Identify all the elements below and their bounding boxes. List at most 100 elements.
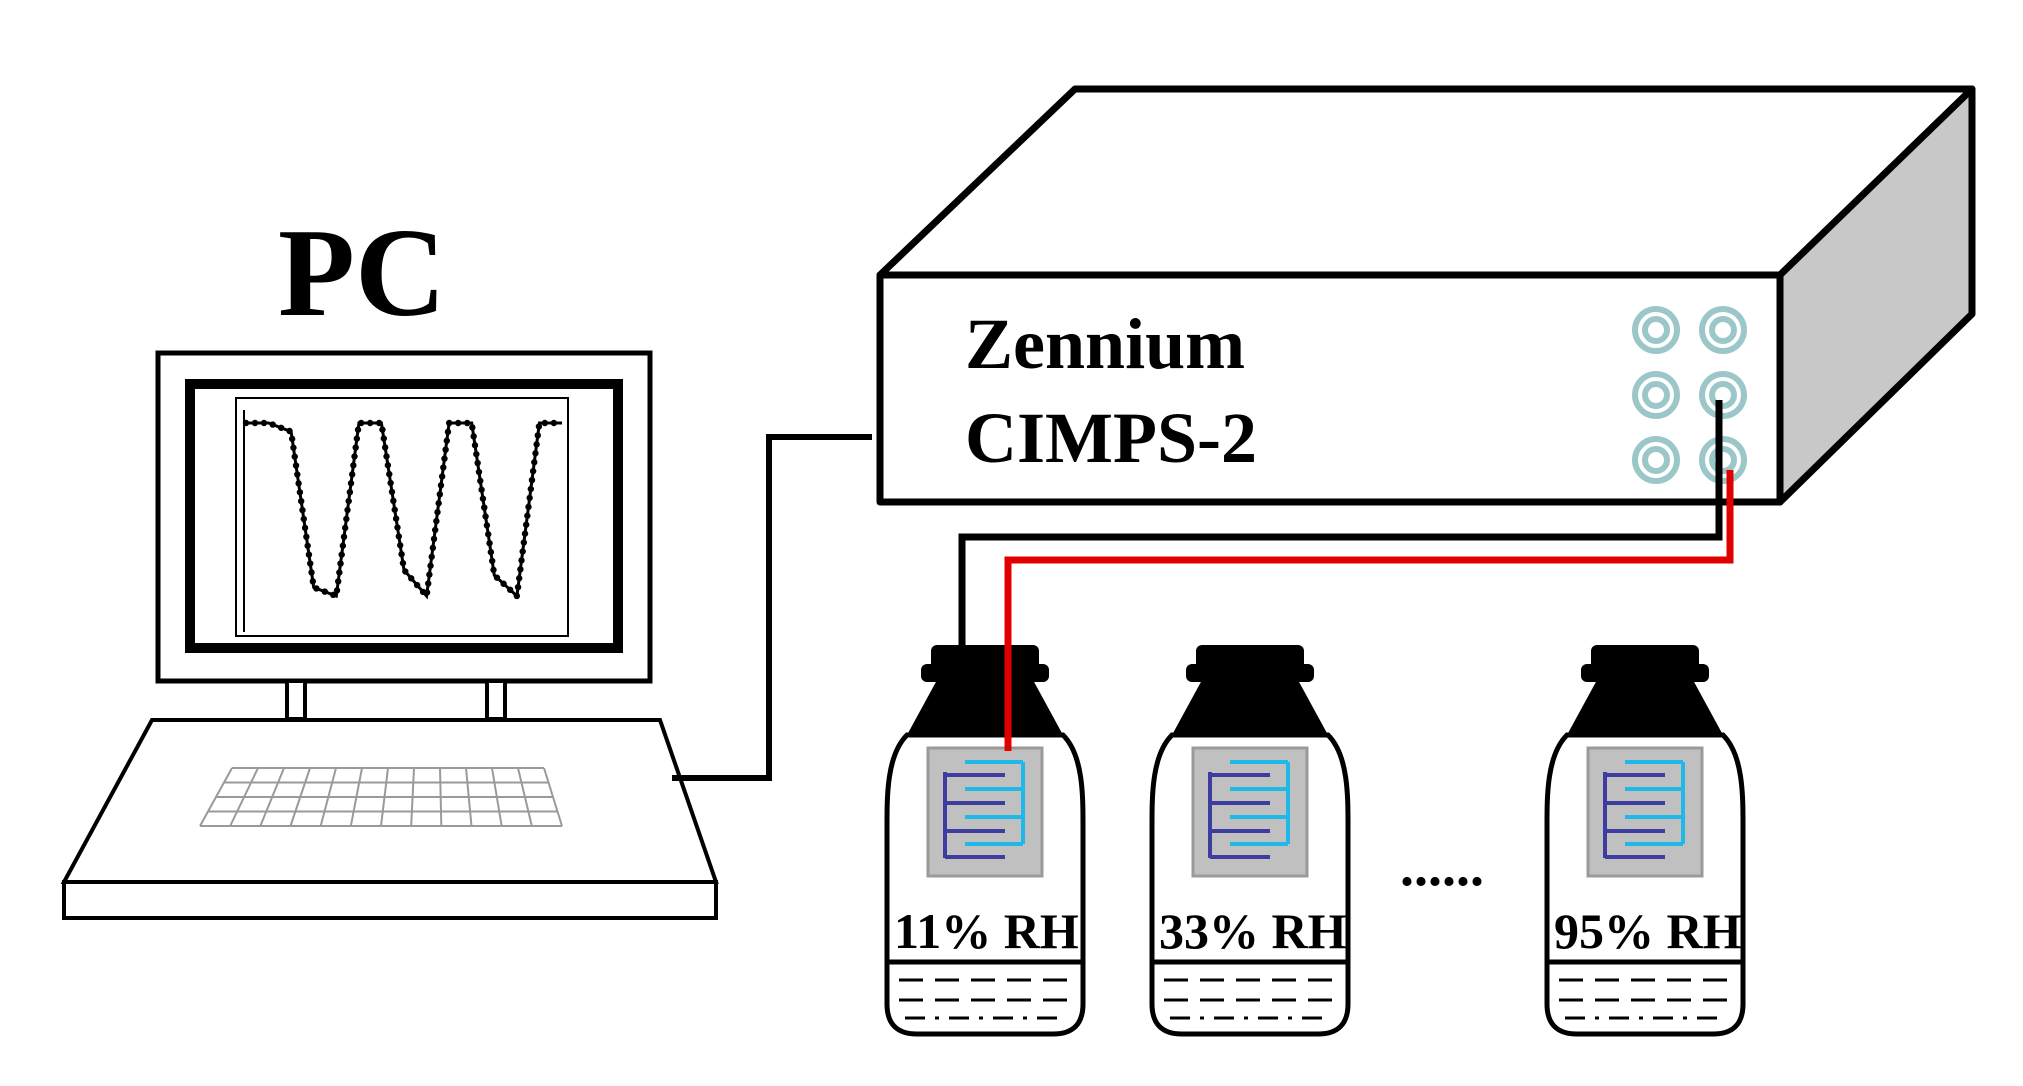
bottles-group [884, 645, 1746, 1037]
keyboard-col-line [543, 767, 563, 827]
screen-curve-point [394, 524, 401, 531]
screen-curve-point [529, 467, 537, 475]
screen-curve-point [444, 428, 452, 436]
keyboard-col-line [491, 767, 503, 827]
screen-curve-point [297, 497, 305, 505]
screen-curve-point [260, 419, 268, 427]
bottle-11rh [884, 645, 1086, 1037]
screen-curve-point [321, 588, 329, 595]
screen-curve-point [441, 455, 448, 462]
screen-curve-point [390, 497, 397, 505]
screen-curve-point [445, 419, 453, 427]
screen-curve-point [493, 574, 501, 581]
screen-curve-point [305, 551, 313, 558]
keyboard-col-line [517, 767, 533, 827]
screen-curve-point [427, 562, 434, 569]
screen-curve-point [286, 427, 293, 435]
screen-curve-point [535, 423, 543, 430]
screen-curve-point [425, 580, 432, 587]
screen-curve-point [514, 583, 522, 591]
screen-curve-point [343, 515, 350, 523]
screen-curve-point [313, 585, 320, 592]
screen-curve-point [387, 479, 394, 487]
screen-curve-point [354, 426, 362, 433]
screen-curve-point [336, 569, 343, 576]
screen-curve-point [333, 587, 341, 594]
port-ring [1632, 306, 1680, 354]
screen-curve-point [534, 432, 541, 439]
screen-curve-point [397, 542, 404, 549]
screen-curve-point [521, 530, 529, 537]
screen-curve-point [434, 508, 441, 516]
screen-curve-point [339, 542, 347, 549]
screen-curve-point [463, 419, 471, 427]
instrument-ports [1632, 306, 1747, 484]
port-ring [1699, 436, 1747, 484]
screen-curve-point [426, 571, 433, 578]
laptop-front-edge [62, 880, 718, 920]
screen-curve-point [532, 450, 539, 457]
pc-to-instrument-cable [672, 434, 872, 781]
screen-curve-point [488, 557, 496, 565]
screen-curve-point [392, 515, 400, 522]
screen-curve-point [516, 575, 523, 582]
screen-curve-point [430, 535, 438, 543]
screen-curve-point [438, 473, 446, 480]
keyboard-col-line [289, 767, 311, 827]
screen-curve-point [383, 453, 390, 460]
screen-curve-point [384, 462, 392, 469]
screen-curve-point [429, 544, 437, 552]
instrument-box [876, 85, 1976, 506]
screen-curve-point [526, 494, 533, 502]
screen-curve-point [443, 437, 450, 444]
screen-curve-point [291, 453, 298, 460]
screen-curve-point [344, 506, 351, 514]
instrument-name-line2: CIMPS-2 [965, 398, 1257, 478]
screen-curve-point [398, 550, 405, 558]
screen-curve-point [366, 419, 374, 427]
screen-curve-point [433, 517, 440, 525]
screen-curve-point [524, 512, 531, 519]
screen-response-curve [242, 410, 562, 632]
screen-curve-point [386, 470, 393, 478]
screen-curve-point [294, 471, 301, 478]
pc-label: PC [278, 204, 446, 343]
bottle-cap-band [1581, 664, 1709, 682]
monitor-plot-area [235, 397, 569, 637]
screen-curve-point [353, 435, 361, 442]
screen-curve-point [300, 515, 307, 523]
bottle-neck [907, 680, 1063, 735]
screen-curve-point [436, 491, 444, 498]
screen-curve-point [242, 419, 250, 427]
screen-curve-point [477, 477, 484, 485]
screen-curve-point [454, 419, 462, 427]
screen-curve-point [481, 504, 488, 511]
screen-curve-point [299, 506, 306, 514]
screen-curve-point [518, 557, 525, 564]
laptop-base [60, 718, 719, 920]
screen-curve-point [303, 533, 310, 541]
screen-curve-point [541, 419, 549, 427]
screen-curve-point [507, 586, 514, 594]
screen-curve-point [301, 524, 309, 532]
screen-curve-point [517, 566, 524, 573]
screen-curve-point [309, 578, 317, 585]
electrode-right [1625, 760, 1685, 846]
bottle-cap-band [1186, 664, 1314, 682]
screen-curve-point [485, 531, 492, 538]
screen-curve-point [340, 533, 348, 541]
screen-curve-point [487, 548, 495, 556]
screen-curve-point [533, 441, 540, 448]
screen-curve-point [471, 442, 479, 449]
screen-curve-point [330, 591, 337, 599]
screen-curve-point [295, 480, 302, 487]
screen-curve-point [335, 578, 342, 585]
screen-curve-point [428, 553, 435, 560]
bottle-label-95rh: 95% RH [1554, 903, 1742, 959]
screen-curve-point [431, 526, 439, 534]
keyboard-col-line [465, 767, 473, 827]
screen-curve-point [469, 424, 476, 431]
screen-curve-point [345, 497, 352, 505]
screen-curve-point [423, 589, 431, 596]
screen-curve-point [350, 462, 357, 469]
